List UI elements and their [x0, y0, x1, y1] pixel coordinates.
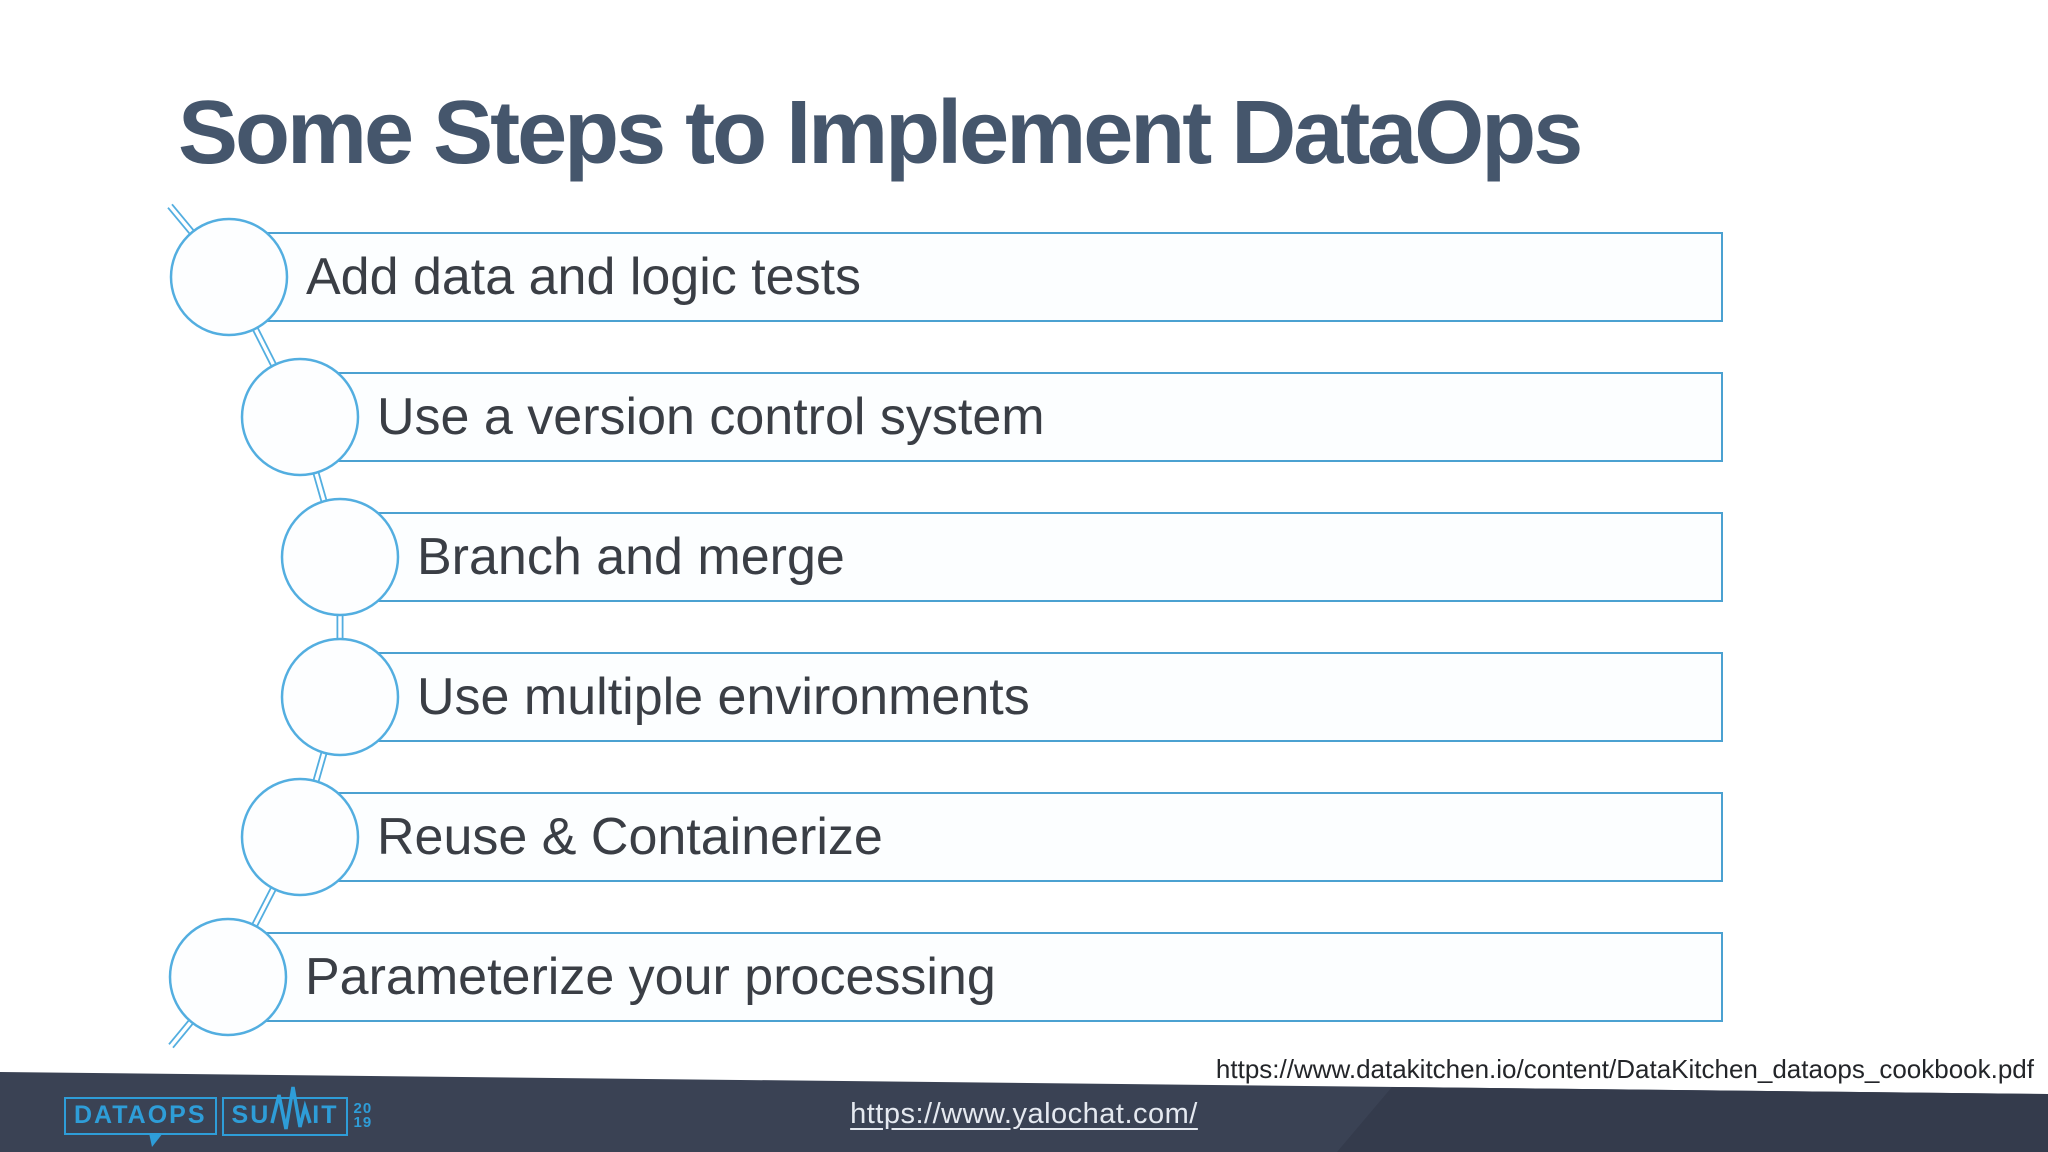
source-url-text: https://www.datakitchen.io/content/DataK…	[1215, 1054, 2034, 1084]
step-bar: Branch and merge	[340, 512, 1723, 602]
logo-dataops-box: DATAOPS	[64, 1097, 217, 1147]
logo-pulse-icon	[270, 1086, 312, 1129]
yalochat-link[interactable]: https://www.yalochat.com/	[850, 1098, 1198, 1130]
logo-speech-tail-icon	[149, 1133, 163, 1147]
step-label: Parameterize your processing	[305, 948, 996, 1006]
step-label: Reuse & Containerize	[377, 808, 883, 866]
step-bar: Use multiple environments	[340, 652, 1723, 742]
step-label: Branch and merge	[417, 528, 845, 586]
logo-year-top: 20	[353, 1100, 373, 1117]
slide-title: Some Steps to Implement DataOps	[178, 83, 1583, 183]
step-label: Add data and logic tests	[306, 248, 862, 306]
logo-summit-prefix: SU	[231, 1101, 271, 1129]
step-bar: Use a version control system	[300, 372, 1723, 462]
logo-year: 20 19	[353, 1100, 373, 1131]
logo-dataops-text: DATAOPS	[74, 1101, 207, 1129]
step-bar: Parameterize your processing	[228, 932, 1723, 1022]
step-bar: Add data and logic tests	[229, 232, 1723, 322]
step-label: Use multiple environments	[417, 668, 1030, 726]
logo-year-bottom: 19	[353, 1114, 373, 1131]
step-label: Use a version control system	[377, 388, 1045, 446]
logo-summit-box: SU IT	[221, 1086, 349, 1136]
dataops-summit-logo: DATAOPS SU IT 20 19	[64, 1086, 373, 1147]
logo-summit-suffix: IT	[312, 1101, 339, 1129]
step-bar: Reuse & Containerize	[300, 792, 1723, 882]
